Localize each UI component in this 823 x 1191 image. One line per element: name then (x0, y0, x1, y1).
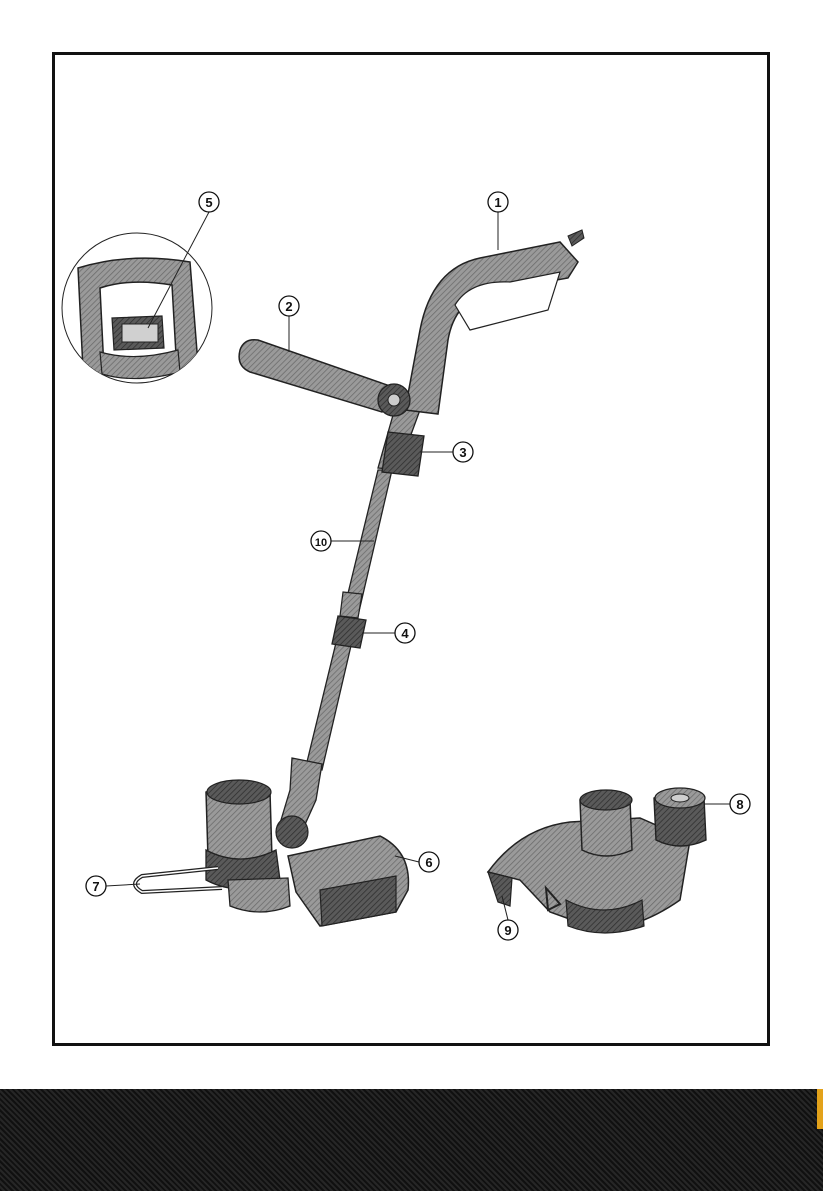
handle-detail-inset (62, 233, 212, 390)
callout-5-label: 5 (205, 195, 212, 210)
callout-3-label: 3 (459, 445, 466, 460)
callout-7-label: 7 (92, 879, 99, 894)
callout-1: 1 (488, 192, 508, 212)
callout-2: 2 (279, 296, 299, 316)
main-handle (405, 230, 584, 414)
callout-6-label: 6 (425, 855, 432, 870)
callout-10-label: 10 (315, 537, 327, 549)
callout-9-label: 9 (504, 923, 511, 938)
callout-5: 5 (199, 192, 219, 212)
callout-2-label: 2 (285, 299, 292, 314)
footer-band (0, 1089, 823, 1191)
callout-4: 4 (395, 623, 415, 643)
callout-8: 8 (730, 794, 750, 814)
callout-1-label: 1 (494, 195, 501, 210)
lower-collar (332, 592, 366, 648)
footer-accent-tab (817, 1089, 823, 1129)
callout-10: 10 (311, 531, 331, 551)
callout-8-label: 8 (736, 797, 743, 812)
callout-3: 3 (453, 442, 473, 462)
callout-9: 9 (498, 920, 518, 940)
guard (288, 836, 408, 926)
head-assembly-view (488, 788, 706, 933)
auxiliary-handle (239, 340, 410, 416)
callout-6: 6 (419, 852, 439, 872)
callout-7: 7 (86, 876, 106, 896)
callout-4-label: 4 (401, 626, 409, 641)
upper-collar (382, 432, 424, 476)
